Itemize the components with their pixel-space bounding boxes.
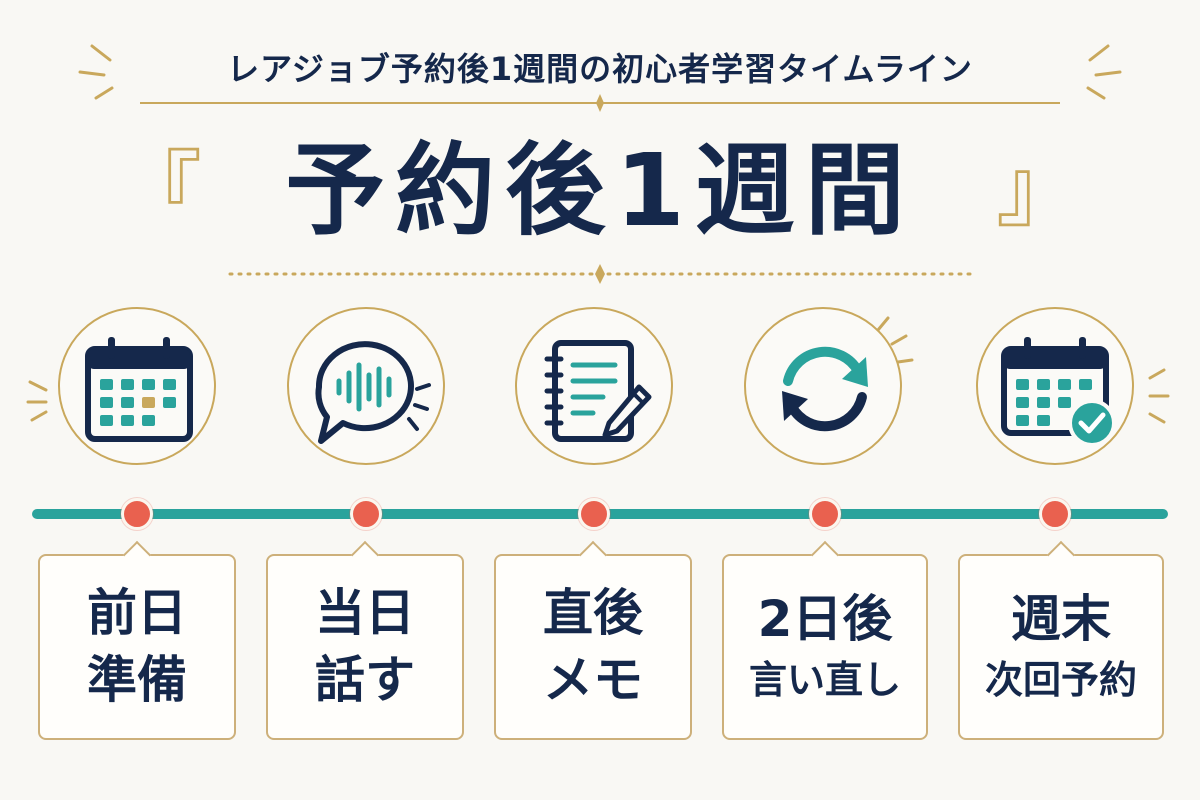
card-pointer [810, 540, 840, 570]
refresh-icon [782, 346, 868, 432]
step-label-line1: 2日後 [757, 590, 893, 649]
step-card-4: 2日後 言い直し [722, 540, 928, 740]
step-card-3: 直後 メモ [494, 540, 692, 740]
timeline-dot-2 [350, 498, 382, 530]
step-label-line2: 言い直し [748, 657, 901, 702]
step-card-2: 当日 話す [266, 540, 464, 740]
title-bracket-close: 』 [996, 141, 1081, 239]
card-pointer [122, 540, 152, 570]
speech-bubble-icon [315, 341, 431, 444]
step-1-icon-circle [58, 307, 216, 465]
step-label-line1: 週末 [1011, 590, 1111, 649]
header-decoration [78, 44, 1122, 284]
icon-sparkles [26, 316, 1170, 424]
card-pointer [578, 540, 608, 570]
calendar-icon [85, 337, 193, 442]
step-card-1: 前日 準備 [38, 540, 236, 740]
notebook-pencil-icon [544, 340, 652, 442]
step-label-line1: 当日 [315, 583, 415, 642]
page-title: 予約後1週間 [285, 132, 915, 249]
step-label-line2: 準備 [87, 651, 187, 709]
step-label-line2: 次回予約 [984, 657, 1137, 702]
step-card-5: 週末 次回予約 [958, 540, 1164, 740]
step-label-line2: メモ [543, 651, 643, 709]
step-4-icon-circle [744, 307, 902, 465]
timeline-dot-4 [809, 498, 841, 530]
card-pointer [350, 540, 380, 570]
step-label-line1: 直後 [543, 583, 643, 642]
step-label-line2: 話す [315, 651, 415, 709]
step-2-icon-circle [287, 307, 445, 465]
subtitle: レアジョブ予約後1週間の初心者学習タイムライン [227, 50, 973, 88]
step-5-icon-circle [976, 307, 1134, 465]
timeline-dot-5 [1039, 498, 1071, 530]
timeline-dot-3 [578, 498, 610, 530]
step-3-icon-circle [515, 307, 673, 465]
card-pointer [1046, 540, 1076, 570]
calendar-check-icon [1001, 337, 1116, 447]
timeline-dot-1 [121, 498, 153, 530]
title-bracket-open: 『 [118, 141, 203, 239]
step-label-line1: 前日 [87, 583, 187, 642]
